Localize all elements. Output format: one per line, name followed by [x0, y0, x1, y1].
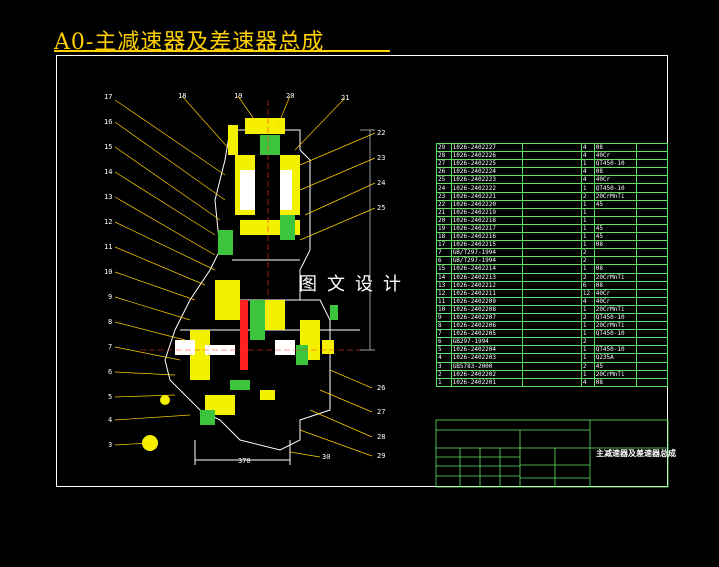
leader-lines: [114, 95, 376, 458]
washer-green: [230, 380, 250, 390]
label-14: 14: [104, 168, 112, 176]
bom-code: 1026-2402201: [450, 377, 523, 387]
label-10: 10: [104, 268, 112, 276]
axle-shaft-red: [240, 300, 248, 370]
drawing-frame: [56, 55, 668, 487]
label-17: 17: [104, 93, 112, 101]
label-19: 19: [234, 92, 242, 100]
cap-green: [330, 305, 338, 320]
label-4: 4: [108, 416, 112, 424]
titleblock-name: 主减速器及差速器总成: [596, 449, 676, 458]
label-22: 22: [377, 129, 385, 137]
label-24: 24: [377, 179, 385, 187]
bom-cell: [635, 377, 669, 387]
shaft-green: [250, 300, 265, 340]
label-8: 8: [108, 318, 112, 326]
label-27: 27: [377, 408, 385, 416]
nut-top: [260, 135, 280, 155]
label-26: 26: [377, 384, 385, 392]
dimension-lines: [360, 129, 375, 351]
label-29: 29: [377, 452, 385, 460]
dim-bottom: 370: [238, 457, 251, 465]
part-number-labels: 17 16 15 14 13 12 11 10 9 8 7 6 5 4 3 18…: [104, 92, 385, 465]
label-9: 9: [108, 293, 112, 301]
label-7: 7: [108, 343, 112, 351]
bom-cell: [521, 377, 582, 387]
label-3: 3: [108, 441, 112, 449]
inner-solid-parts: [175, 170, 295, 355]
label-20: 20: [286, 92, 294, 100]
watermark-text: 图文设计: [299, 274, 411, 295]
bolt-head: [160, 395, 170, 405]
flange-left: [228, 125, 238, 155]
label-30: 30: [322, 453, 330, 461]
pinion-left: [215, 280, 240, 320]
fastener-right: [322, 340, 334, 354]
lock-plate: [260, 390, 275, 400]
bom-mat: 08: [593, 377, 637, 387]
label-13: 13: [104, 193, 112, 201]
title-underline: [54, 50, 390, 52]
label-12: 12: [104, 218, 112, 226]
label-5: 5: [108, 393, 112, 401]
spacer-left: [218, 230, 233, 255]
label-6: 6: [108, 368, 112, 376]
label-15: 15: [104, 143, 112, 151]
label-28: 28: [377, 433, 385, 441]
bolt-green: [200, 410, 215, 425]
input-flange: [245, 118, 285, 134]
label-18: 18: [178, 92, 186, 100]
centerlines: [140, 100, 365, 351]
pinion-right: [265, 300, 285, 330]
label-11: 11: [104, 243, 112, 251]
label-21: 21: [341, 94, 349, 102]
label-25: 25: [377, 204, 385, 212]
label-23: 23: [377, 154, 385, 162]
label-16: 16: [104, 118, 112, 126]
spacer-right: [280, 215, 295, 240]
